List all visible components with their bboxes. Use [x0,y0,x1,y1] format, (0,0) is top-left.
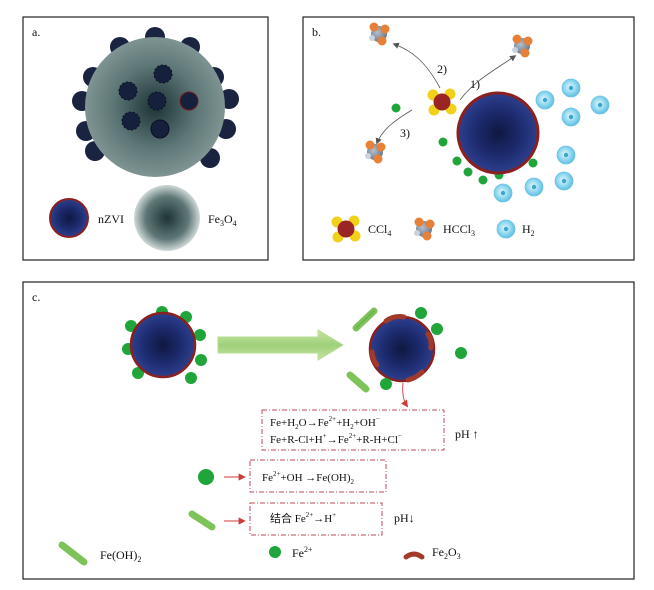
reaction-box-2 [249,459,387,493]
particle-before [122,306,207,384]
reaction-box-1 [261,409,445,451]
panel-c: c. [22,281,635,580]
legend-fe3o4-label: Fe3O4 [208,212,237,228]
arrow-step-3 [375,109,413,145]
legend-h2-label: H2 [522,222,535,238]
ph-decrease-label: pH↓ [394,511,415,525]
legend-h2-swatch [496,219,516,239]
transformation-arrow [217,329,344,361]
legend-fe3o4-swatch [134,185,200,251]
equation-1: Fe+H2O→Fe2++H2+OH− [270,415,380,431]
legend-feoh2-swatch [58,541,88,566]
equation-3: Fe2++OH →Fe(OH)2 [262,470,355,486]
panel-c-frame [22,281,635,580]
nzvi-core-b [456,91,540,175]
legend-ccl4-label: CCl4 [368,222,391,238]
legend-nzvi-swatch [49,198,89,238]
legend-fe2o3-swatch [403,551,425,560]
step-3-label: 3) [400,126,410,140]
panel-b: b. [302,16,635,261]
arrow-step-1 [459,55,517,101]
arrow-to-reactions [401,382,408,408]
arrow-step-2 [392,42,441,89]
step-1-label: 1) [470,77,480,91]
ph-increase-label: pH ↑ [455,427,479,441]
step-2-label: 2) [437,62,447,76]
panel-a-label: a. [32,25,40,39]
equation-2: Fe+R-Cl+H+→Fe2++R-H+Cl− [270,432,402,446]
reaction-box-3 [249,502,383,536]
inner-nzvi-particles [118,64,199,139]
legend-fe2o3-label: Fe2O3 [432,545,461,561]
panel-a: a. nZVI Fe3O4 [22,16,269,261]
legend-fe2-swatch [269,546,281,558]
panel-c-label: c. [32,290,40,304]
particle-after [346,307,467,393]
legend-fe2-label: Fe2+ [292,545,313,560]
feoh2-rod-row3 [188,510,216,531]
panel-b-label: b. [312,25,321,39]
fe2-dots-b [391,103,538,185]
nzvi-core-c-left [129,311,197,379]
legend-hccl3-label: HCCl3 [443,222,475,238]
equation-4: 结合 Fe2+→H+ [270,511,336,525]
fe2-ion-row2 [198,469,214,485]
legend-feoh2-label: Fe(OH)2 [100,548,141,564]
legend-nzvi-label: nZVI [98,212,124,226]
